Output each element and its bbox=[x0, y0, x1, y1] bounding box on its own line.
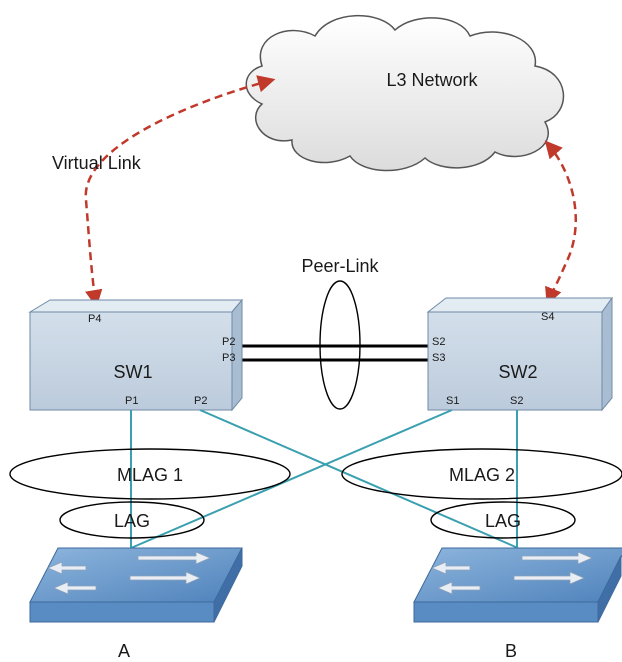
cable-sw2-s1-to-a bbox=[130, 409, 453, 549]
access-switch-a-label: A bbox=[118, 641, 130, 661]
access-switch-b: B bbox=[413, 547, 622, 661]
l3-network-cloud: L3 Network bbox=[245, 14, 565, 172]
lag-a-label: LAG bbox=[114, 511, 150, 531]
switch-sw2: SW2 S4 S2 S3 S1 S2 bbox=[426, 296, 613, 412]
lag-b-label: LAG bbox=[485, 511, 521, 531]
access-switch-b-label: B bbox=[505, 641, 517, 661]
lag-b: LAG bbox=[430, 501, 576, 539]
sw2-port-s2-peer: S2 bbox=[432, 336, 445, 348]
sw1-port-p1: P1 bbox=[125, 395, 138, 407]
sw2-port-s4: S4 bbox=[541, 311, 554, 323]
mlag-2: MLAG 2 bbox=[341, 448, 622, 500]
cable-sw1-p2-to-b bbox=[199, 409, 519, 549]
sw1-port-p3-peer: P3 bbox=[222, 352, 235, 364]
mlag-1: MLAG 1 bbox=[9, 448, 291, 500]
virtual-link-label: Virtual Link bbox=[52, 153, 142, 173]
virtual-link-sw2 bbox=[544, 140, 577, 306]
uplink-cables bbox=[130, 409, 519, 549]
sw2-port-s3-peer: S3 bbox=[432, 352, 445, 364]
virtual-links: Virtual Link bbox=[52, 75, 577, 308]
sw1-port-p2-peer: P2 bbox=[222, 336, 235, 348]
sw2-port-s1: S1 bbox=[446, 395, 459, 407]
arrow-icons-a bbox=[46, 551, 212, 595]
cloud-label: L3 Network bbox=[386, 70, 478, 90]
sw1-port-p4: P4 bbox=[88, 313, 101, 325]
sw2-port-s2-down: S2 bbox=[510, 395, 523, 407]
mlag-2-label: MLAG 2 bbox=[449, 465, 515, 485]
virtual-link-sw1 bbox=[84, 75, 276, 308]
arrow-icons-b bbox=[430, 551, 594, 595]
peer-link-ellipse bbox=[319, 280, 361, 410]
sw2-name: SW2 bbox=[498, 362, 537, 382]
switch-sw1: SW1 P4 P2 P3 P1 P2 bbox=[28, 298, 244, 412]
peer-link-label: Peer-Link bbox=[301, 256, 379, 276]
access-switch-a: A bbox=[29, 547, 243, 661]
sw1-name: SW1 bbox=[113, 362, 152, 382]
sw1-port-p2-down: P2 bbox=[194, 395, 207, 407]
mlag-1-label: MLAG 1 bbox=[117, 465, 183, 485]
peer-link: Peer-Link bbox=[232, 256, 438, 410]
lag-a: LAG bbox=[59, 501, 205, 539]
